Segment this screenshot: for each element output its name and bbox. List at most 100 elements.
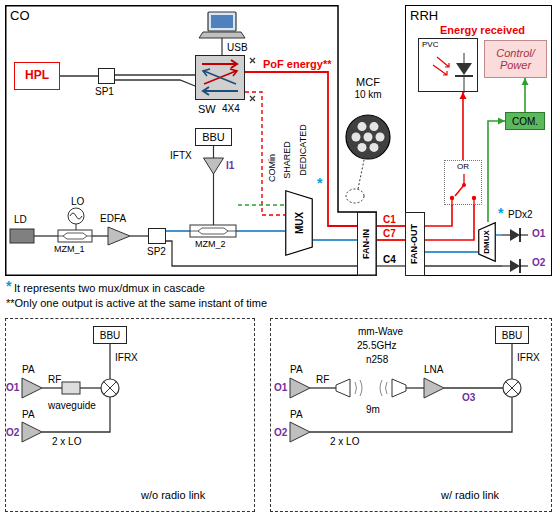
switch-icon <box>203 69 236 84</box>
pv-converter <box>464 76 465 93</box>
fiber-cross-section <box>370 122 379 131</box>
receiver-setup <box>22 344 119 442</box>
radio-link-setup <box>336 379 350 397</box>
annotation: LO <box>71 196 84 207</box>
annotation: O2 <box>274 427 287 438</box>
annotation: LD <box>14 214 27 225</box>
annotation: USB <box>227 42 248 53</box>
radio-link-setup <box>355 380 362 396</box>
switch-icon <box>115 55 255 101</box>
annotation: PA <box>290 409 303 420</box>
annotation: waveguide <box>48 400 96 411</box>
switch-icon <box>204 69 237 84</box>
node-text: MCF <box>356 76 380 88</box>
fiber-cross-section <box>370 143 379 152</box>
annotation: * <box>6 279 11 294</box>
radio-link-setup <box>392 379 406 397</box>
fiber-cross-section <box>364 133 373 142</box>
control-box: Control/ Power <box>484 40 547 78</box>
connector <box>377 265 405 266</box>
laptop-icon <box>199 32 245 38</box>
switch-icon <box>115 80 195 86</box>
photodiode-pair <box>502 235 510 236</box>
connector <box>377 239 405 241</box>
node-text: Control/ Power <box>491 47 541 71</box>
annotation: O1 <box>274 382 287 393</box>
annotation: 2 x LO <box>52 436 81 447</box>
or-switch <box>473 198 474 206</box>
connector <box>313 239 357 240</box>
connector <box>377 225 405 227</box>
receiver-setup <box>109 344 110 379</box>
edge-label: C4 <box>382 254 397 265</box>
setup-panel: w/ radio link BBU <box>270 318 552 512</box>
annotation: It represents two mux/dmux in cascade <box>14 282 205 294</box>
setup-panel: w/o radio linkBBU <box>5 318 255 512</box>
arrowhead <box>460 92 467 99</box>
optical-transmitter <box>34 235 58 236</box>
region-outline <box>6 6 377 276</box>
bbu-box: BBU <box>495 326 529 344</box>
annotation: * <box>498 206 503 221</box>
connector <box>425 205 452 226</box>
node-text: SW <box>198 103 216 115</box>
laptop-icon <box>221 38 222 55</box>
annotation: MZM_1 <box>54 245 85 255</box>
if-amplifier <box>213 174 214 225</box>
optical-transmitter <box>358 160 364 189</box>
optical-transmitter <box>190 228 236 234</box>
fiber-cross-section: MCF10 km <box>342 76 394 162</box>
optical-transmitter <box>70 213 82 219</box>
annotation: O2 <box>532 257 545 268</box>
fiber-cross-section <box>358 122 367 131</box>
switch-icon <box>203 87 238 95</box>
radio-link-setup <box>310 397 512 432</box>
radio-link-setup <box>506 382 519 395</box>
connector <box>496 234 502 235</box>
receiver-setup <box>80 387 101 388</box>
node-text: BBU <box>100 330 121 341</box>
connector <box>462 92 464 160</box>
or-switch <box>455 185 464 196</box>
optical-transmitter <box>76 224 77 230</box>
radio-link-setup <box>503 379 521 397</box>
node-text: PDx2 <box>508 209 532 220</box>
annotation: EDFA <box>100 213 126 224</box>
optical-transmitter <box>10 229 34 243</box>
splitter-box: SP2 <box>148 228 166 244</box>
arrowhead <box>522 78 529 85</box>
receiver-setup <box>104 382 117 395</box>
optical-transmitter <box>92 235 108 236</box>
arrowhead <box>498 118 505 125</box>
node-text: PVC <box>422 41 438 50</box>
radio-link-setup <box>380 380 387 396</box>
bbu-box: BBU <box>195 128 232 146</box>
receiver-setup <box>62 382 80 394</box>
node-text: OR <box>457 163 469 172</box>
edge-label: C1 <box>382 214 397 225</box>
pv-converter <box>456 63 472 75</box>
laptop-icon <box>208 12 236 31</box>
pv-converter <box>464 53 465 63</box>
region-outline: COSW4X4HPLSP1BBUSP2MUXFAN-IN <box>5 5 377 276</box>
node-text: SP2 <box>147 246 166 257</box>
fiber-cross-section <box>376 133 385 142</box>
annotation: O1 <box>532 228 545 239</box>
annotation: IFRX <box>517 352 540 363</box>
connector <box>425 265 502 266</box>
connector <box>60 75 98 76</box>
receiver-setup <box>22 422 42 442</box>
optical-transmitter <box>108 227 130 245</box>
optical-switch: SW4X4 <box>195 55 245 100</box>
optical-transmitter <box>58 233 92 239</box>
node-text: w/ radio link <box>441 489 499 501</box>
annotation: I1 <box>226 160 234 171</box>
radio-link-setup <box>444 387 503 388</box>
radio-link-setup <box>290 344 521 442</box>
fan-in-box: FAN-IN <box>357 212 377 276</box>
pv-converter: PVC <box>418 38 478 92</box>
radio-link-setup <box>511 344 512 379</box>
node-text: BBU <box>502 330 523 341</box>
annotation: LNA <box>424 364 443 375</box>
